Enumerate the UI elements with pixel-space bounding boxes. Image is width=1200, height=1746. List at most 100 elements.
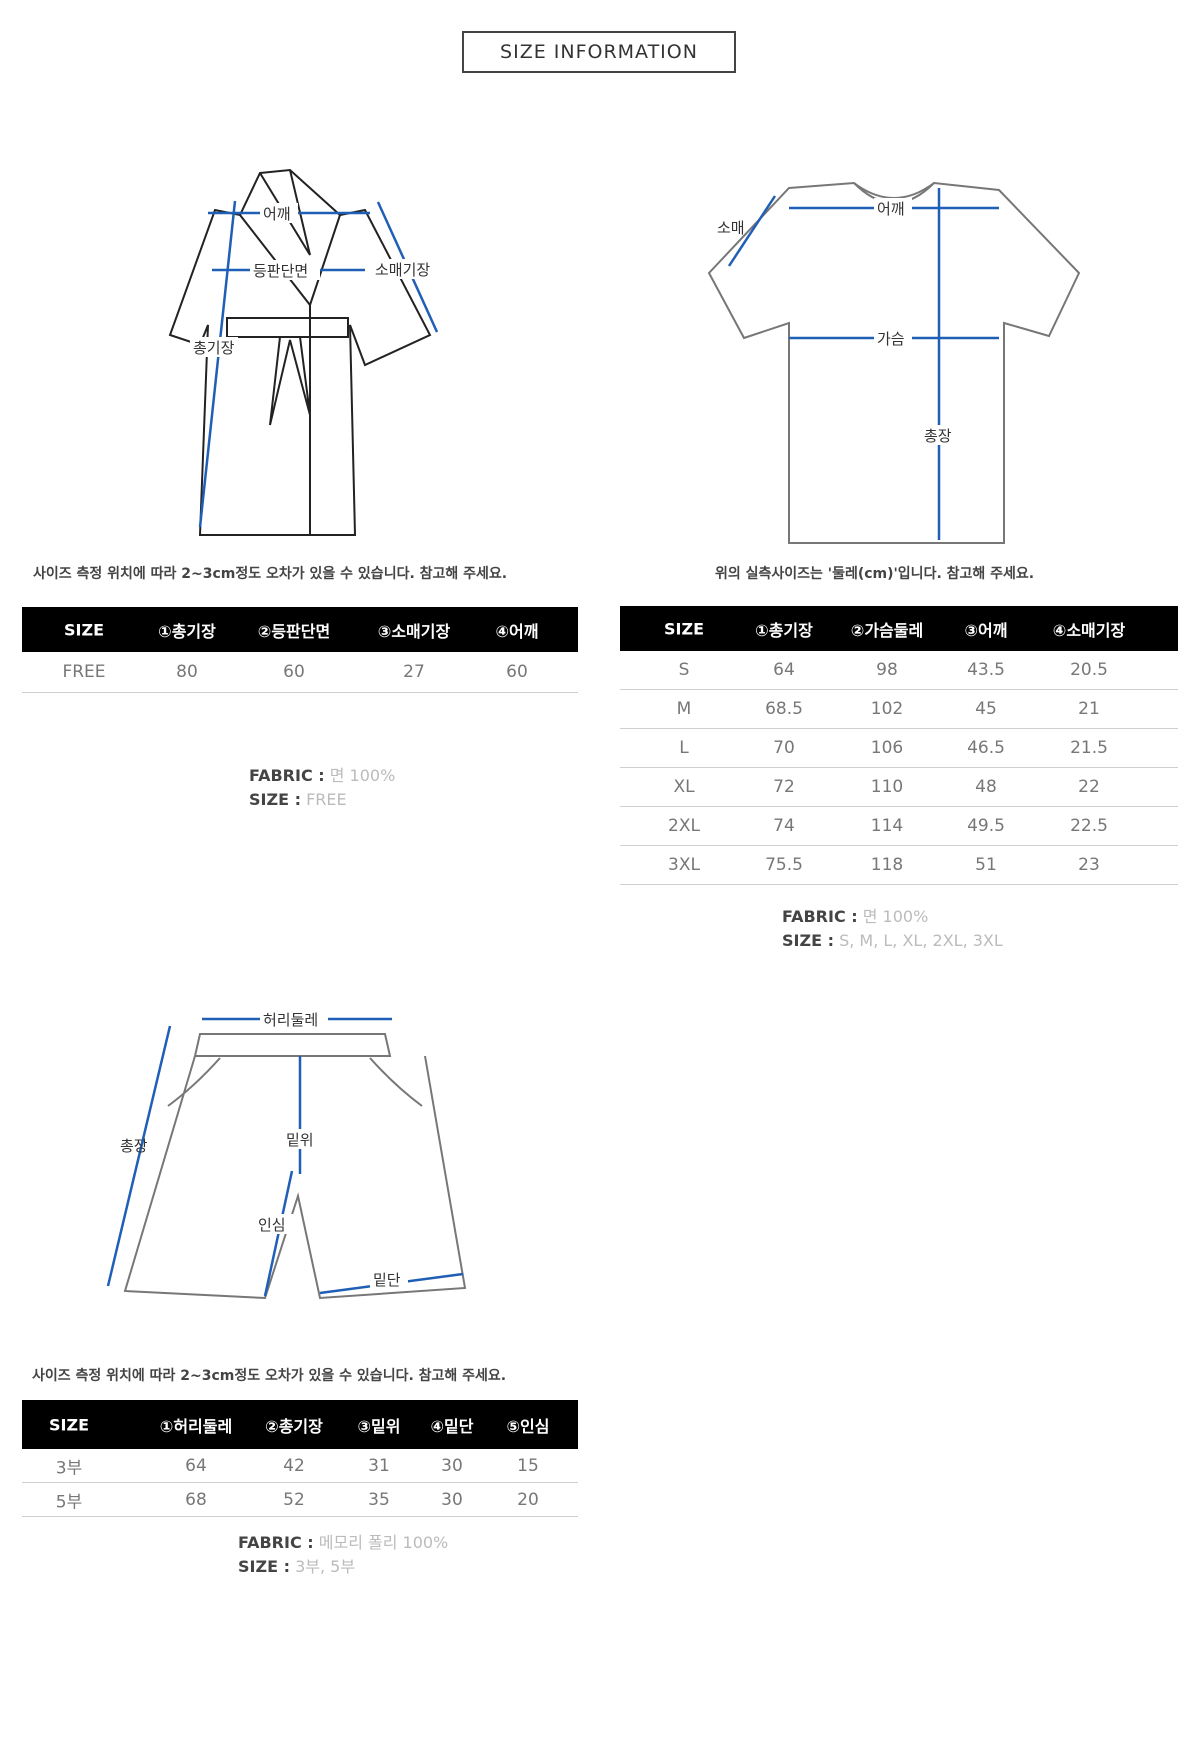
table-row: S 64 98 43.5 20.5 (620, 651, 1178, 690)
cell: 80 (176, 662, 198, 682)
cell: 43.5 (967, 660, 1005, 680)
shorts-diagram: 허리둘레 총장 밑위 인심 밑단 (106, 1009, 467, 1300)
label-shoulder: 어깨 (877, 200, 905, 218)
table-header: SIZE ①총기장 ②가슴둘레 ③어깨 ④소매기장 (620, 606, 1178, 651)
cell: 98 (876, 660, 898, 680)
cell: 51 (975, 855, 997, 875)
cell: 75.5 (765, 855, 803, 875)
cell: S (678, 660, 690, 680)
label-sleeve: 소매기장 (375, 261, 430, 279)
cell: 60 (506, 662, 528, 682)
robe-diagram: 어깨 등판단면 소매기장 총기장 (168, 168, 439, 536)
cell: 68 (185, 1489, 207, 1510)
header-cell: ③어깨 (964, 620, 1008, 640)
cell: 64 (773, 660, 795, 680)
label-inseam: 인심 (258, 1216, 286, 1234)
cell: 60 (283, 662, 305, 682)
cell: 74 (773, 816, 795, 836)
cell: L (679, 738, 689, 758)
tee-note: 위의 실측사이즈는 '둘레(cm)'입니다. 참고해 주세요. (715, 566, 1035, 582)
robe-fabric-info: FABRIC : 면 100% SIZE : FREE (249, 764, 395, 812)
cell: M (676, 699, 692, 719)
cell: 21.5 (1070, 738, 1108, 758)
cell: 20.5 (1070, 660, 1108, 680)
label-chest: 가슴 (877, 330, 905, 348)
header-cell: ⑤인심 (506, 1416, 550, 1436)
cell: 48 (975, 777, 997, 797)
cell: 46.5 (967, 738, 1005, 758)
table-row: L 70 106 46.5 21.5 (620, 729, 1178, 768)
table-row: 3부 64 42 31 30 15 (22, 1449, 578, 1483)
cell: 27 (403, 662, 425, 682)
label-sleeve: 소매 (717, 219, 745, 237)
cell: 22 (1078, 777, 1100, 797)
cell: 31 (368, 1455, 390, 1476)
label-length: 총기장 (193, 339, 235, 357)
header-cell: ④어깨 (495, 621, 539, 641)
cell: 30 (441, 1455, 463, 1476)
header-cell: ②등판단면 (257, 621, 331, 641)
tshirt-diagram: 어깨 가슴 총장 소매 (707, 181, 1081, 544)
size-value: 3부, 5부 (295, 1557, 356, 1576)
label-length: 총장 (120, 1137, 148, 1155)
cell: 42 (283, 1455, 305, 1476)
cell: 22.5 (1070, 816, 1108, 836)
header-cell: ①총기장 (158, 621, 216, 641)
cell: 5부 (55, 1492, 83, 1512)
header-cell: ②총기장 (265, 1416, 323, 1436)
fabric-value: 메모리 폴리 100% (318, 1533, 449, 1552)
cell: 106 (870, 738, 904, 758)
cell: 68.5 (765, 699, 803, 719)
cell: 102 (870, 699, 904, 719)
cell: 72 (773, 777, 795, 797)
cell: 15 (517, 1455, 539, 1476)
cell: 114 (870, 816, 904, 836)
cell: 118 (870, 855, 904, 875)
header-cell: SIZE (663, 619, 705, 638)
label-hem: 밑단 (373, 1271, 401, 1289)
cell: 49.5 (967, 816, 1005, 836)
header-cell: SIZE (63, 620, 105, 639)
header-cell: ②가슴둘레 (850, 620, 924, 640)
size-label: SIZE : (782, 931, 834, 950)
fabric-value: 면 100% (329, 766, 396, 785)
size-label: SIZE : (238, 1557, 290, 1576)
cell: 21 (1078, 699, 1100, 719)
tee-size-table: SIZE ①총기장 ②가슴둘레 ③어깨 ④소매기장 S 64 98 43.5 20.5 M 68.… (620, 606, 1178, 885)
header-cell: ①허리둘레 (159, 1416, 233, 1436)
header-cell: ④소매기장 (1052, 620, 1126, 640)
table-header: SIZE ①총기장 ②등판단면 ③소매기장 ④어깨 (22, 607, 578, 652)
shorts-fabric-info: FABRIC : 메모리 폴리 100% SIZE : 3부, 5부 (238, 1531, 448, 1579)
tee-fabric-info: FABRIC : 면 100% SIZE : S, M, L, XL, 2XL,… (782, 905, 1003, 953)
cell: 64 (185, 1455, 207, 1476)
cell: 70 (773, 738, 795, 758)
cell: 20 (517, 1489, 539, 1510)
cell: 3부 (55, 1458, 83, 1478)
size-value: S, M, L, XL, 2XL, 3XL (839, 931, 1003, 950)
size-label: SIZE : (249, 790, 301, 809)
fabric-label: FABRIC : (249, 766, 325, 785)
cell: 23 (1078, 855, 1100, 875)
robe-note: 사이즈 측정 위치에 따라 2~3cm정도 오차가 있을 수 있습니다. 참고해… (33, 566, 508, 582)
header-cell: SIZE (48, 1415, 90, 1434)
label-back-width: 등판단면 (253, 262, 308, 280)
label-rise: 밑위 (286, 1131, 314, 1149)
label-length: 총장 (924, 427, 952, 445)
label-shoulder: 어깨 (263, 205, 291, 223)
section-title: SIZE INFORMATION (462, 31, 736, 73)
cell: 52 (283, 1489, 305, 1510)
fabric-value: 면 100% (862, 907, 929, 926)
table-row: M 68.5 102 45 21 (620, 690, 1178, 729)
header-cell: ③밑위 (357, 1416, 401, 1436)
header-cell: ①총기장 (755, 620, 813, 640)
header-cell: ③소매기장 (377, 621, 451, 641)
fabric-label: FABRIC : (782, 907, 858, 926)
cell: 45 (975, 699, 997, 719)
label-waist: 허리둘레 (263, 1011, 318, 1029)
